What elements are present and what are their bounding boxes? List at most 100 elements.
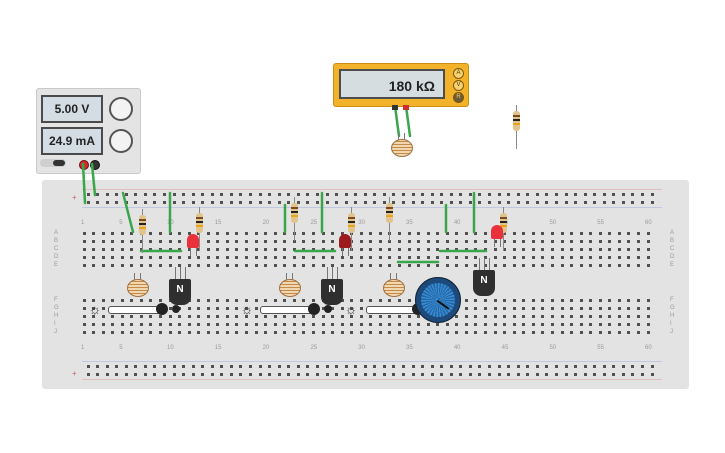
- row-label: B: [54, 238, 59, 244]
- resistor[interactable]: [512, 111, 520, 131]
- slider-end[interactable]: [324, 305, 332, 313]
- led[interactable]: [187, 234, 199, 248]
- power-supply[interactable]: 5.00 V 24.9 mA: [36, 88, 141, 174]
- transistor-leg[interactable]: [479, 258, 480, 272]
- transistor-leg[interactable]: [180, 267, 181, 281]
- row-label: D: [54, 254, 59, 260]
- mode-amps[interactable]: A: [453, 68, 464, 79]
- row-label: H: [670, 313, 675, 319]
- column-label: 55: [597, 220, 604, 226]
- column-label: 10: [167, 345, 174, 351]
- transistor-leg[interactable]: [484, 258, 485, 272]
- resistor[interactable]: [138, 215, 146, 235]
- current-display: 24.9 mA: [41, 127, 103, 155]
- row-label: E: [670, 262, 675, 268]
- led-leg[interactable]: [342, 244, 343, 256]
- column-label: 40: [453, 345, 461, 351]
- column-label: 45: [501, 345, 509, 351]
- column-label: 15: [214, 345, 222, 351]
- column-label: 50: [549, 345, 557, 351]
- transistor-leg[interactable]: [185, 267, 186, 281]
- row-label: E: [54, 262, 59, 268]
- voltage-knob[interactable]: [109, 97, 133, 121]
- column-label: 10: [167, 220, 174, 226]
- column-label: 15: [214, 220, 222, 226]
- photoresistor[interactable]: [279, 279, 301, 297]
- row-label: F: [670, 297, 674, 303]
- column-label: 5: [119, 220, 123, 226]
- row-label: I: [670, 321, 672, 327]
- npn-transistor[interactable]: N: [321, 279, 343, 305]
- column-label: 20: [262, 220, 270, 226]
- column-label: 35: [406, 220, 413, 226]
- brightness-slider-thumb[interactable]: [156, 303, 168, 315]
- npn-transistor[interactable]: N: [169, 279, 191, 305]
- column-label: 50: [549, 220, 557, 226]
- column-label: 30: [358, 345, 365, 351]
- row-label: H: [54, 313, 59, 319]
- sun-icon: ☼: [344, 301, 358, 317]
- power-switch[interactable]: [40, 159, 66, 167]
- sun-icon: ☼: [240, 301, 254, 317]
- column-label: 40: [453, 220, 461, 226]
- resistor[interactable]: [290, 203, 298, 223]
- slider-end[interactable]: [172, 305, 180, 313]
- multimeter-display: 180 kΩ: [339, 69, 445, 99]
- wire[interactable]: [393, 104, 401, 138]
- brightness-slider-thumb[interactable]: [308, 303, 320, 315]
- led-leg[interactable]: [500, 235, 501, 247]
- mode-resistance[interactable]: R: [453, 92, 464, 103]
- column-label: 25: [310, 345, 318, 351]
- row-label: J: [54, 329, 57, 335]
- transistor-leg[interactable]: [327, 267, 328, 281]
- photoresistor[interactable]: [383, 279, 405, 297]
- row-label: C: [54, 246, 59, 252]
- led-leg[interactable]: [196, 244, 197, 256]
- row-label: G: [670, 305, 675, 311]
- potentiometer[interactable]: [415, 277, 461, 323]
- row-label: G: [54, 305, 59, 311]
- photoresistor[interactable]: [391, 139, 413, 157]
- column-label: 1: [81, 220, 85, 226]
- column-label: 5: [119, 345, 123, 351]
- led-leg[interactable]: [494, 235, 495, 247]
- transistor-leg[interactable]: [489, 258, 490, 272]
- mode-volts[interactable]: V: [453, 80, 464, 91]
- column-label: 20: [262, 345, 270, 351]
- current-knob[interactable]: [109, 129, 133, 153]
- npn-transistor[interactable]: N: [473, 270, 495, 296]
- row-label: C: [670, 246, 675, 252]
- negative-terminal[interactable]: [90, 160, 100, 170]
- column-label: 30: [358, 220, 365, 226]
- column-label: 60: [645, 345, 652, 351]
- multimeter[interactable]: 180 kΩ A V R: [333, 63, 469, 107]
- resistor[interactable]: [385, 203, 393, 223]
- resistor[interactable]: [195, 213, 203, 233]
- transistor-leg[interactable]: [175, 267, 176, 281]
- column-label: 60: [645, 220, 652, 226]
- led-leg[interactable]: [190, 244, 191, 256]
- column-label: 1: [81, 345, 85, 351]
- row-label: A: [670, 230, 675, 236]
- resistor[interactable]: [347, 213, 355, 233]
- row-label: J: [670, 329, 673, 335]
- wire[interactable]: [404, 104, 412, 138]
- transistor-leg[interactable]: [332, 267, 333, 281]
- row-label: B: [670, 238, 675, 244]
- column-label: 55: [597, 345, 604, 351]
- positive-terminal[interactable]: [79, 160, 89, 170]
- transistor-leg[interactable]: [337, 267, 338, 281]
- led[interactable]: [339, 234, 351, 248]
- voltage-display: 5.00 V: [41, 95, 103, 123]
- column-label: 35: [406, 345, 413, 351]
- resistor[interactable]: [499, 213, 507, 233]
- led-leg[interactable]: [348, 244, 349, 256]
- column-label: 25: [310, 220, 318, 226]
- row-label: I: [54, 321, 56, 327]
- row-label: F: [54, 297, 58, 303]
- led[interactable]: [491, 225, 503, 239]
- sun-icon: ☼: [88, 301, 102, 317]
- row-label: D: [670, 254, 675, 260]
- photoresistor[interactable]: [127, 279, 149, 297]
